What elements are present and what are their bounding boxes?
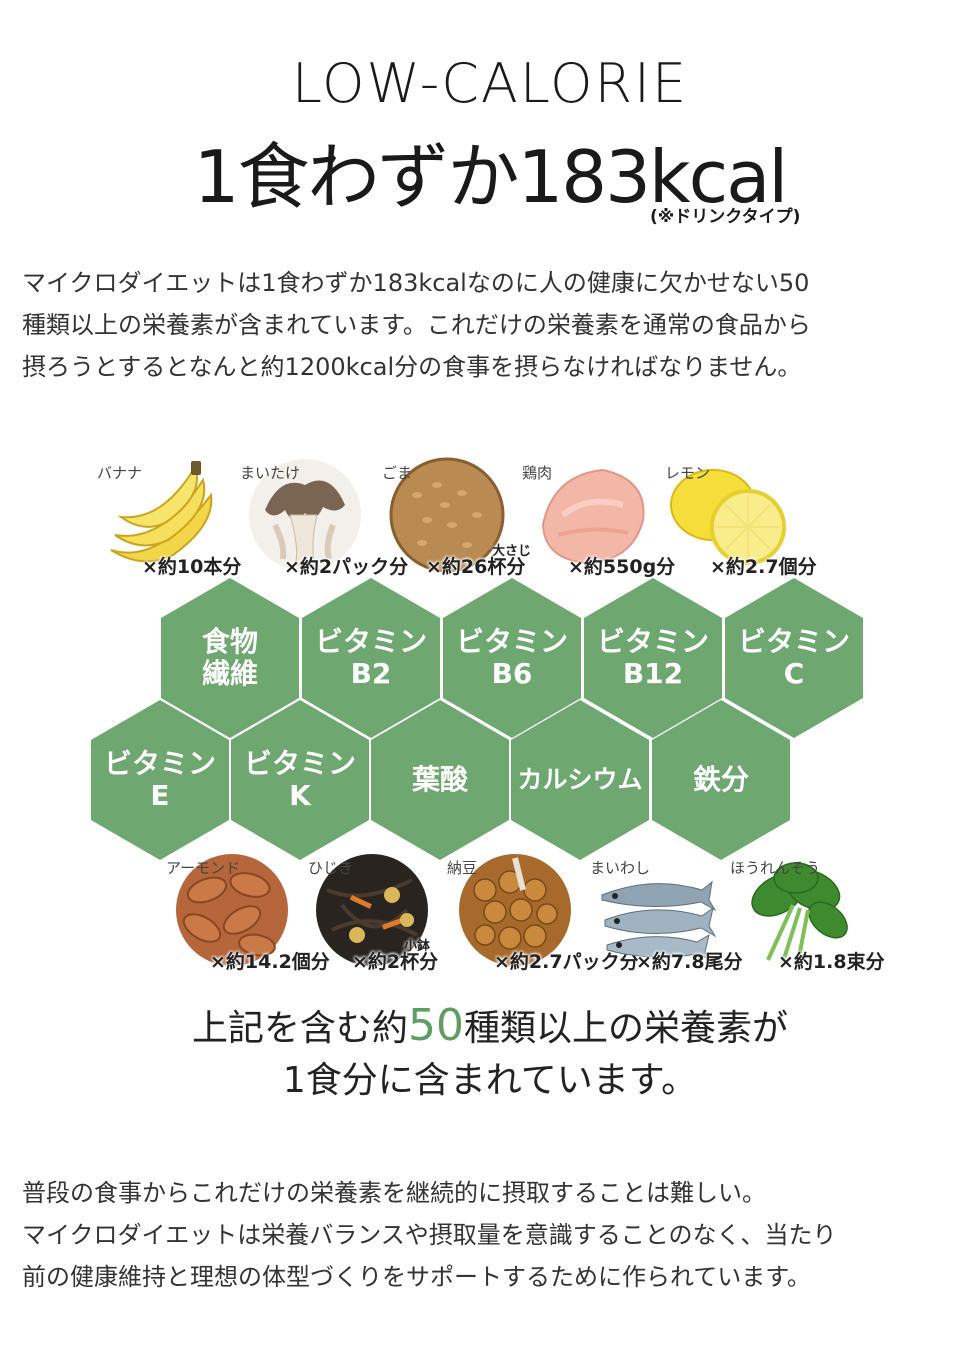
- food-unit-note: 小鉢: [404, 939, 431, 954]
- food-name: レモン: [665, 464, 711, 482]
- food-name: まいわし: [590, 859, 651, 877]
- summary-line-2: 1食分に含まれています。: [282, 1060, 698, 1101]
- summary-pre: 上記を含む約: [191, 1008, 408, 1049]
- intro-paragraph: マイクロダイエットは1食わずか183kcalなのに人の健康に欠かせない50 種類…: [22, 269, 811, 381]
- nutrient-label: ビタミン B6: [455, 625, 568, 690]
- food-name: 鶏肉: [522, 464, 553, 482]
- outro-paragraph: 普段の食事からこれだけの栄養素を継続的に摂取することは難しい。 マイクロダイエッ…: [22, 1179, 837, 1291]
- spinach-icon: [738, 850, 858, 970]
- food-name: 納豆: [447, 859, 478, 877]
- almond-icon: [172, 850, 292, 970]
- food-name: バナナ: [97, 464, 143, 482]
- food-quantity: ×約26杯分: [426, 556, 526, 578]
- nutrient-label: ビタミン B12: [596, 625, 709, 690]
- nutrient-label: ビタミン E: [103, 747, 216, 812]
- summary-line-1: 上記を含む約50種類以上の栄養素が: [0, 1000, 980, 1055]
- nutrient-label: ビタミン C: [737, 625, 850, 690]
- food-unit-note: 大さじ: [492, 544, 532, 559]
- nutrient-label: 葉酸: [411, 763, 468, 796]
- nutrient-hex: ビタミン C: [714, 578, 874, 738]
- hijiki-icon: [312, 850, 432, 970]
- food-name: アーモンド: [166, 859, 241, 877]
- food-quantity: ×約2パック分: [284, 556, 409, 578]
- food-name: まいたけ: [240, 464, 301, 482]
- nutrient-hex: 食物 繊維: [150, 578, 310, 738]
- nutrient-label: ビタミン K: [243, 747, 356, 812]
- nutrient-hex: ビタミン K: [220, 700, 380, 860]
- sardine-icon: [597, 850, 717, 970]
- banana-icon: [103, 455, 223, 575]
- nutrient-hex: ビタミン B12: [573, 578, 733, 738]
- nutrient-label: 食物 繊維: [201, 625, 258, 690]
- food-quantity: ×約7.8尾分: [636, 951, 743, 973]
- nutrient-hex: カルシウム: [500, 700, 660, 860]
- food-quantity: ×約2.7個分: [710, 556, 817, 578]
- nutrient-hex: ビタミン B2: [291, 578, 451, 738]
- chicken-icon: [533, 455, 653, 575]
- food-quantity: ×約1.8束分: [778, 951, 885, 973]
- food-quantity: ×約2.7パック分: [494, 951, 639, 973]
- nutrient-hex: ビタミン E: [80, 700, 240, 860]
- summary-count: 50: [408, 1000, 464, 1051]
- maitake-icon: [245, 455, 365, 575]
- title-note: (※ドリンクタイプ): [650, 207, 801, 227]
- nutrient-label: カルシウム: [517, 765, 643, 794]
- food-quantity: ×約2杯分: [352, 951, 439, 973]
- nutrient-label: 鉄分: [692, 763, 749, 796]
- summary-post: 種類以上の栄養素が: [464, 1008, 789, 1049]
- nutrient-label: ビタミン B2: [314, 625, 427, 690]
- natto-icon: [455, 850, 575, 970]
- food-name: ほうれんそう: [730, 859, 821, 877]
- title-japanese: 1食わずか183kcal: [193, 135, 789, 219]
- nutrient-hex: 鉄分: [641, 700, 801, 860]
- food-name: ごま: [382, 464, 413, 482]
- food-quantity: ×約10本分: [142, 556, 242, 578]
- food-name: ひじき: [308, 859, 354, 877]
- nutrient-hex: 葉酸: [360, 700, 520, 860]
- lemon-icon: [668, 455, 788, 575]
- nutrient-hex: ビタミン B6: [432, 578, 592, 738]
- title-english: LOW-CALORIE: [291, 52, 689, 115]
- sesame-icon: [387, 455, 507, 575]
- food-quantity: ×約550g分: [568, 556, 676, 578]
- summary-text: 上記を含む約50種類以上の栄養素が 1食分に含まれています。: [0, 1000, 980, 1107]
- food-quantity: ×約14.2個分: [210, 951, 330, 973]
